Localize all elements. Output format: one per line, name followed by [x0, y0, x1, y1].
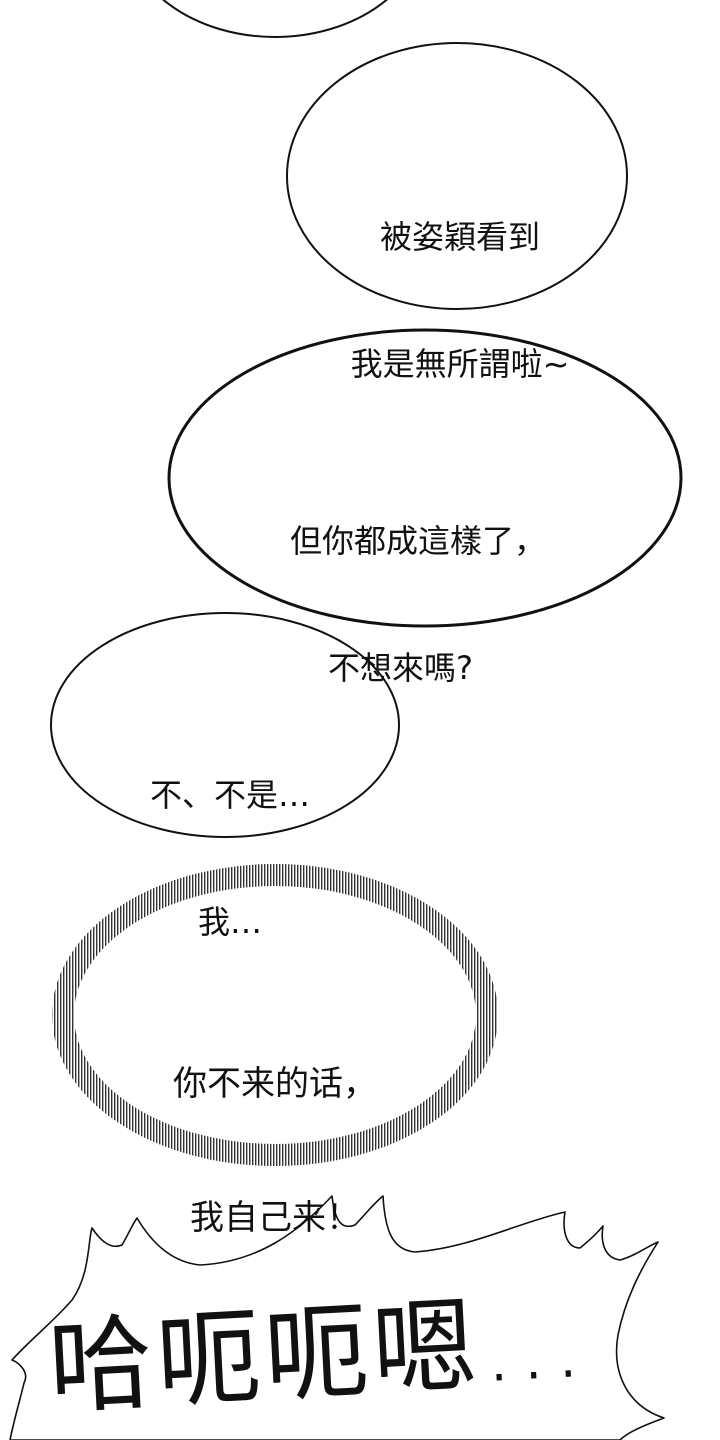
bubble-3-line-1: 不、不是… — [149, 776, 310, 815]
bubble-3-line-2: 我… — [197, 903, 262, 942]
speech-bubble-top-partial — [162, 0, 388, 38]
bubble-1-line-1: 被姿穎看到 — [379, 218, 540, 257]
bubble-1-line-2: 我是無所謂啦~ — [350, 345, 570, 384]
bubble-4-line-2: 我自己来！ — [190, 1198, 360, 1239]
bubble-4-line-1: 你不来的话， — [173, 1063, 377, 1104]
bubble-1-text: 被姿穎看到 我是無所謂啦~ — [330, 132, 590, 428]
bubble-2-line-1: 但你都成這樣了， — [290, 522, 547, 561]
bubble-2-text: 但你都成這樣了， 不想來嗎? — [270, 436, 570, 732]
speech-bubble-1 — [286, 42, 628, 310]
sound-effect-text: 哈呃呃嗯… — [45, 1278, 592, 1429]
speech-bubble-3 — [50, 612, 400, 838]
bubble-4-text: 你不来的话， 我自己来！ — [150, 972, 400, 1286]
bubble-3-text: 不、不是… 我… — [130, 690, 330, 986]
shout-bubble-5 — [9, 1195, 665, 1440]
speech-bubble-2 — [167, 328, 683, 628]
thought-bubble-4 — [52, 864, 498, 1166]
bubble-2-line-2: 不想來嗎? — [328, 649, 473, 688]
